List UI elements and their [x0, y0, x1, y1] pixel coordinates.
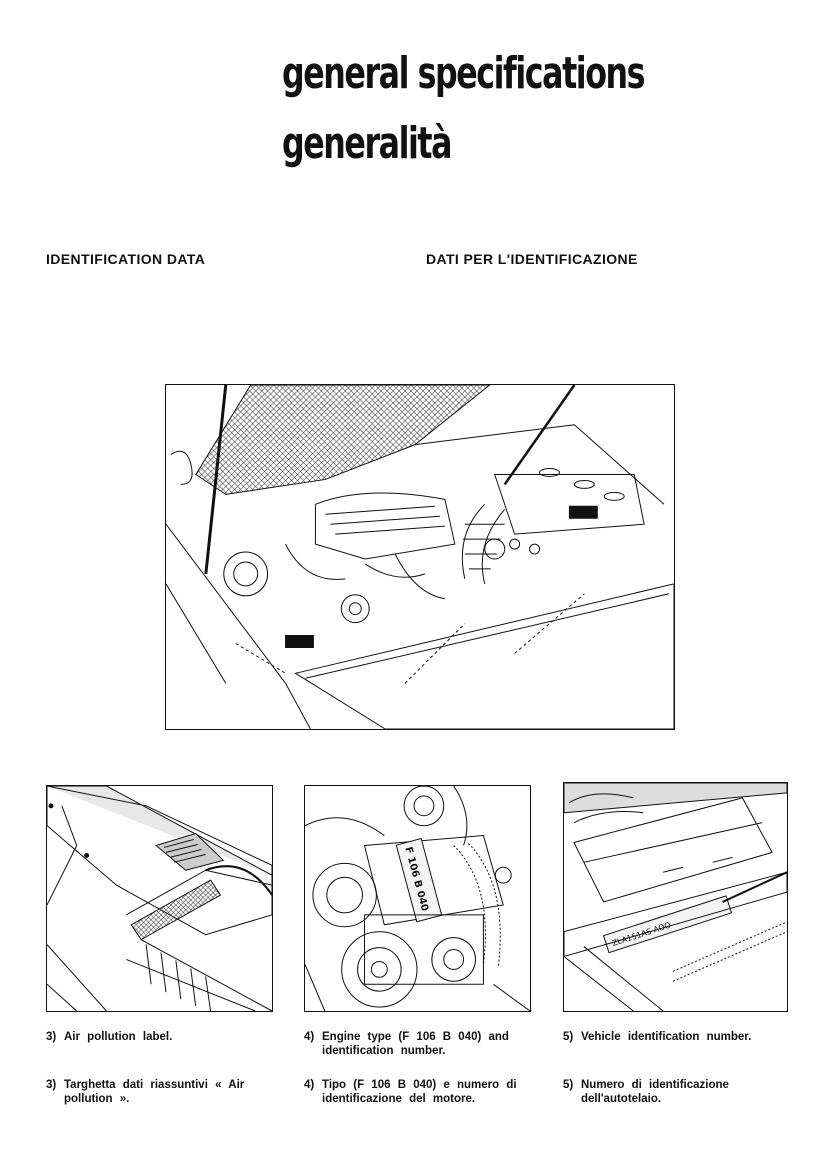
vehicle-id-illustration: ZLA151AS AOO — [563, 782, 788, 1012]
caption-italian-4: 4) Tipo (F 106 B 040) e numero di identif… — [304, 1078, 539, 1106]
caption-number: 5) — [563, 1031, 574, 1043]
caption-english-5: 5) Vehicle identification number. — [563, 1030, 803, 1044]
caption-english-3: 3) Air pollution label. — [46, 1030, 286, 1044]
title-english: general specifications — [282, 48, 645, 99]
engine-bay-illustration — [165, 384, 675, 730]
engine-number-illustration: F 106 B 040 — [304, 785, 531, 1012]
caption-text: Tipo (F 106 B 040) e numero di identific… — [322, 1079, 517, 1105]
caption-number: 5) — [563, 1079, 574, 1091]
caption-number: 3) — [46, 1031, 57, 1043]
caption-number: 4) — [304, 1079, 315, 1091]
air-pollution-label-illustration — [46, 785, 273, 1012]
caption-text: Targhetta dati riassuntivi « Air polluti… — [64, 1079, 245, 1105]
caption-text: Air pollution label. — [64, 1031, 173, 1043]
caption-number: 4) — [304, 1031, 315, 1043]
caption-text: Engine type (F 106 B 040) and identifica… — [322, 1031, 509, 1057]
caption-text: Numero di identificazione dell'autotelai… — [581, 1079, 729, 1105]
title-italian: generalità — [282, 118, 452, 169]
section-heading-english: IDENTIFICATION DATA — [46, 251, 206, 267]
caption-english-4: 4) Engine type (F 106 B 040) and identifi… — [304, 1030, 539, 1058]
caption-italian-5: 5) Numero di identificazione dell'autotel… — [563, 1078, 803, 1106]
caption-text: Vehicle identification number. — [581, 1031, 752, 1043]
caption-italian-3: 3) Targhetta dati riassuntivi « Air pollu… — [46, 1078, 286, 1106]
caption-number: 3) — [46, 1079, 57, 1091]
section-heading-italian: DATI PER L'IDENTIFICAZIONE — [426, 251, 638, 267]
